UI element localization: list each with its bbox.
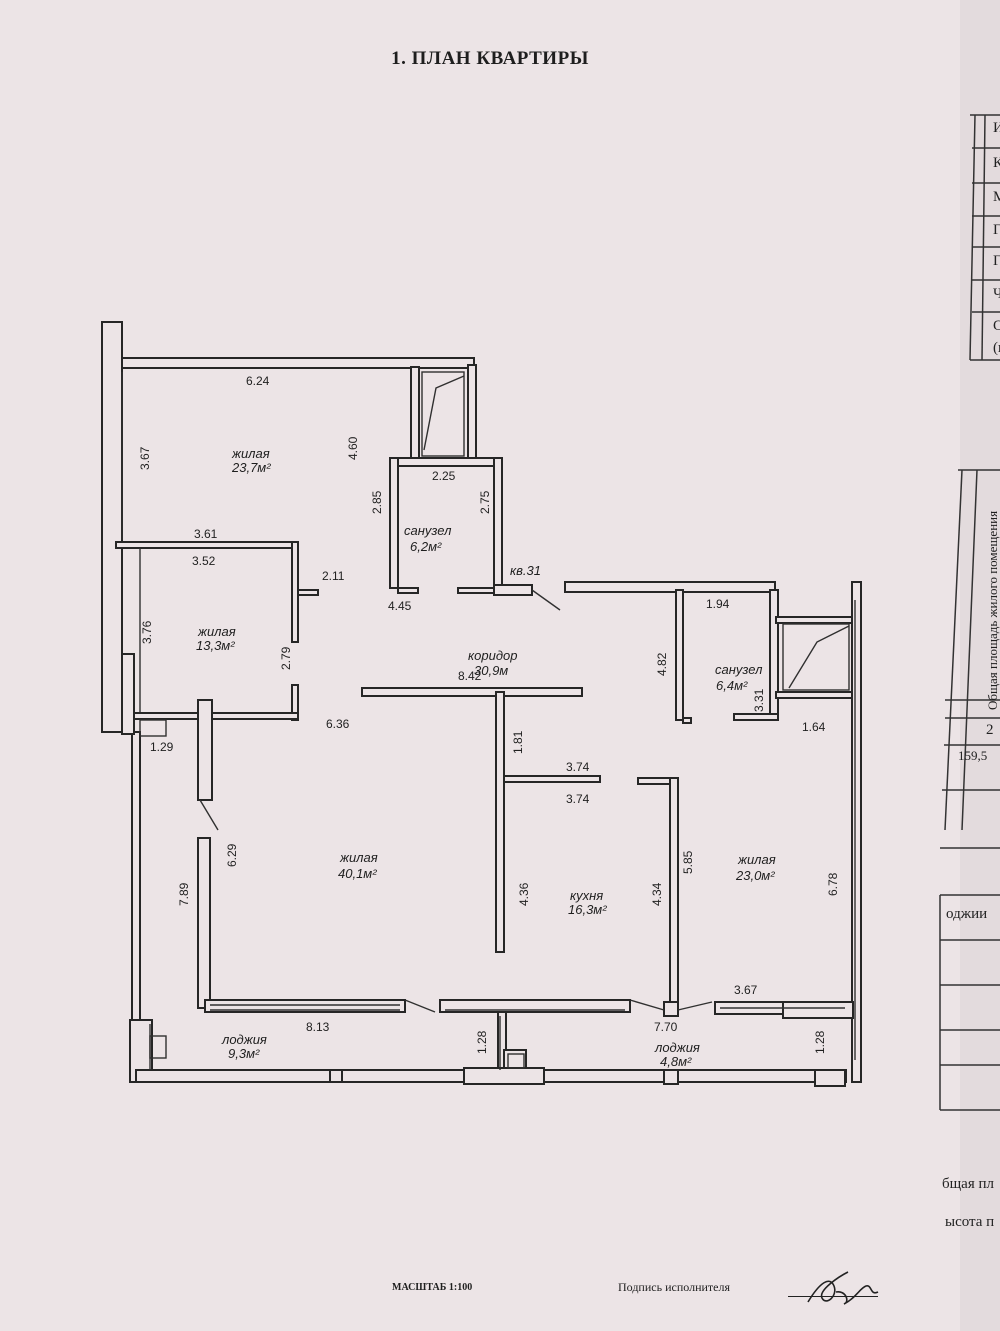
dimension: 2.11 [322, 569, 345, 583]
room-name: коридор [468, 648, 517, 663]
side-total-area: бщая пл [942, 1176, 995, 1192]
side-number: 2 [986, 722, 994, 738]
side-table-letter: Ч [993, 286, 1000, 302]
dimension-labels: 6.24 3.67 4.60 2.25 2.85 2.75 3.61 3.52 … [138, 374, 840, 1054]
room-area: 40,1м² [338, 866, 377, 881]
dimension: 4.36 [517, 882, 531, 906]
side-table-letter: О [993, 318, 1000, 334]
door-swings [199, 589, 713, 1013]
signature-mark [807, 1271, 879, 1305]
room-labels: жилая 23,7м² жилая 13,3м² санузел 6,2м² … [196, 446, 776, 1069]
page-title: 1. ПЛАН КВАРТИРЫ [391, 48, 589, 69]
room-area: 6,4м² [716, 678, 748, 693]
dimension: 6.78 [826, 872, 840, 896]
room-name: жилая [231, 446, 270, 461]
room-area: 23,0м² [735, 868, 775, 883]
walls [101, 321, 862, 1087]
ventilation-shafts [139, 371, 850, 1069]
room-area: 4,8м² [660, 1054, 692, 1069]
room-area: 13,3м² [196, 638, 235, 653]
dimension: 8.42 [458, 669, 482, 683]
apartment-number: кв.31 [510, 563, 541, 578]
dimension: 4.45 [388, 599, 412, 613]
dimension: 3.52 [192, 554, 216, 568]
room-area: 9,3м² [228, 1046, 260, 1061]
dimension: 6.29 [225, 843, 239, 867]
side-heading: Общая площадь жилого помещения [985, 511, 1000, 710]
room-area: 23,7м² [231, 460, 271, 475]
dimension: 1.28 [813, 1030, 827, 1054]
dimension: 1.94 [706, 597, 730, 611]
side-table-letter: Г [993, 253, 1000, 269]
dimension: 3.76 [140, 620, 154, 644]
room-name: санузел [715, 662, 763, 677]
dimension: 4.82 [655, 652, 669, 676]
dimension: 3.67 [138, 446, 152, 470]
room-name: лоджия [654, 1040, 700, 1055]
side-table-letter: М [993, 189, 1000, 205]
room-name: жилая [737, 852, 776, 867]
dimension: 1.64 [802, 720, 826, 734]
room-name: жилая [197, 624, 236, 639]
document-sheet [0, 0, 960, 1331]
dimension: 4.34 [650, 882, 664, 906]
dimension: 3.74 [566, 760, 590, 774]
dimension: 4.60 [346, 436, 360, 460]
dimension: 7.70 [654, 1020, 678, 1034]
side-area: 159,5 [958, 748, 988, 763]
dimension: 2.75 [478, 490, 492, 514]
room-area: 16,3м² [568, 902, 607, 917]
dimension: 6.24 [246, 374, 270, 388]
dimension: 3.67 [734, 983, 758, 997]
dimension: 1.29 [150, 740, 174, 754]
room-area: 30,9м [474, 663, 508, 678]
side-table-letter: К [993, 155, 1000, 171]
room-name: санузел [404, 523, 452, 538]
dimension: 3.74 [566, 792, 590, 806]
side-table-grid [939, 114, 1000, 1111]
dimension: 6.36 [326, 717, 350, 731]
dimension: 2.85 [370, 490, 384, 514]
dimension: 5.85 [681, 850, 695, 874]
side-table-letter: (к [993, 340, 1000, 356]
room-name: лоджия [221, 1032, 267, 1047]
side-loggia: оджии [946, 906, 988, 922]
side-table-letter: Г [993, 222, 1000, 238]
dimension: 7.89 [177, 882, 191, 906]
scale-label: МАСШТАБ 1:100 [392, 1282, 473, 1293]
side-table-letter: И [993, 120, 1000, 136]
dimension: 1.28 [475, 1030, 489, 1054]
dimension: 1.81 [511, 730, 525, 754]
room-name: кухня [570, 888, 603, 903]
side-height: ысота п [945, 1214, 995, 1230]
dimension: 8.13 [306, 1020, 330, 1034]
room-area: 6,2м² [410, 539, 442, 554]
dimension: 2.79 [279, 646, 293, 670]
dimension: 2.25 [432, 469, 456, 483]
signature-label: Подпись исполнителя [618, 1280, 730, 1294]
room-name: жилая [339, 850, 378, 865]
dimension: 3.61 [194, 527, 218, 541]
dimension: 3.31 [752, 688, 766, 712]
